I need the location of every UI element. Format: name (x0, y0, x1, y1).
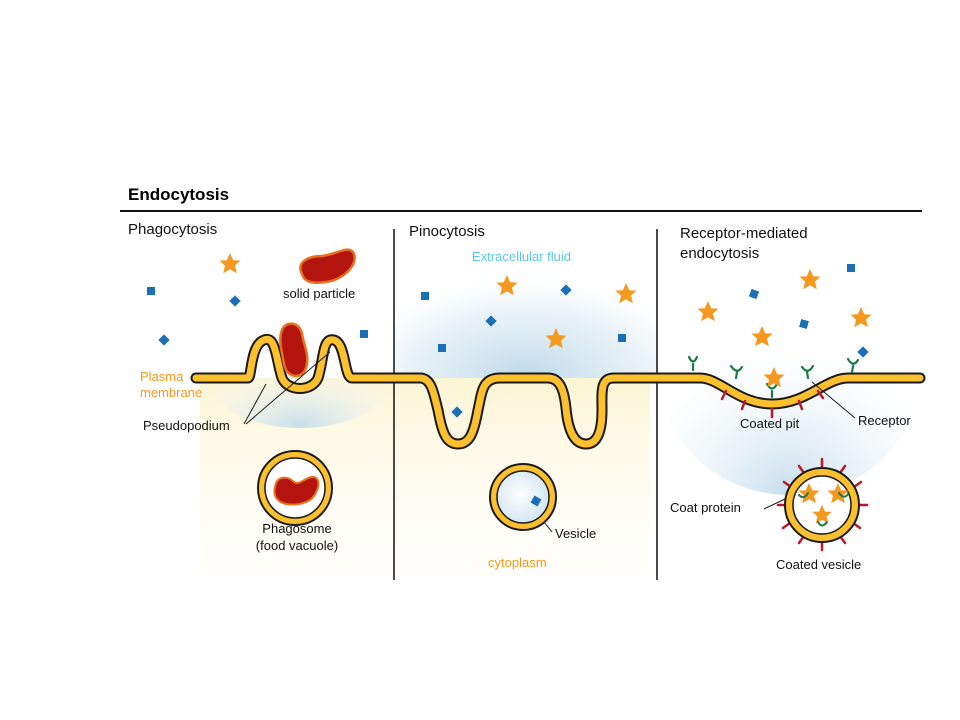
label-coated-pit: Coated pit (740, 416, 800, 431)
solid-particle (299, 248, 356, 284)
label-extracellular-fluid: Extracellular fluid (472, 249, 571, 264)
solute-squares (147, 264, 869, 507)
label-cytoplasm: cytoplasm (488, 555, 547, 570)
diagram-title: Endocytosis (128, 185, 230, 204)
leader-lines (243, 351, 856, 533)
label-phagosome: Phagosome (262, 521, 332, 536)
panel-heading-receptor-mediated-line2: endocytosis (680, 245, 760, 262)
label-coat-protein: Coat protein (670, 500, 741, 515)
label-vesicle: Vesicle (555, 526, 597, 541)
star-icon (219, 253, 241, 274)
coated-pit-coat-proteins (720, 389, 825, 419)
panel-heading-receptor-mediated: Receptor-mediated (680, 225, 808, 242)
label-plasma-membrane: Plasma (140, 369, 184, 384)
label-receptor: Receptor (858, 413, 911, 428)
phagosome (257, 450, 333, 526)
panel-heading-pinocytosis: Pinocytosis (409, 223, 485, 240)
engulfed-particle (279, 322, 309, 377)
plasma-membrane (190, 333, 926, 450)
pinocytosis-vesicle (489, 463, 557, 531)
label-plasma-membrane-line2: membrane (140, 385, 203, 400)
label-solid-particle: solid particle (283, 286, 356, 301)
label-pseudopodium: Pseudopodium (143, 418, 230, 433)
label-food-vacuole: (food vacuole) (255, 538, 339, 553)
coated-vesicle (776, 457, 869, 552)
label-coated-vesicle: Coated vesicle (776, 557, 862, 572)
panel-heading-phagocytosis: Phagocytosis (128, 221, 218, 238)
